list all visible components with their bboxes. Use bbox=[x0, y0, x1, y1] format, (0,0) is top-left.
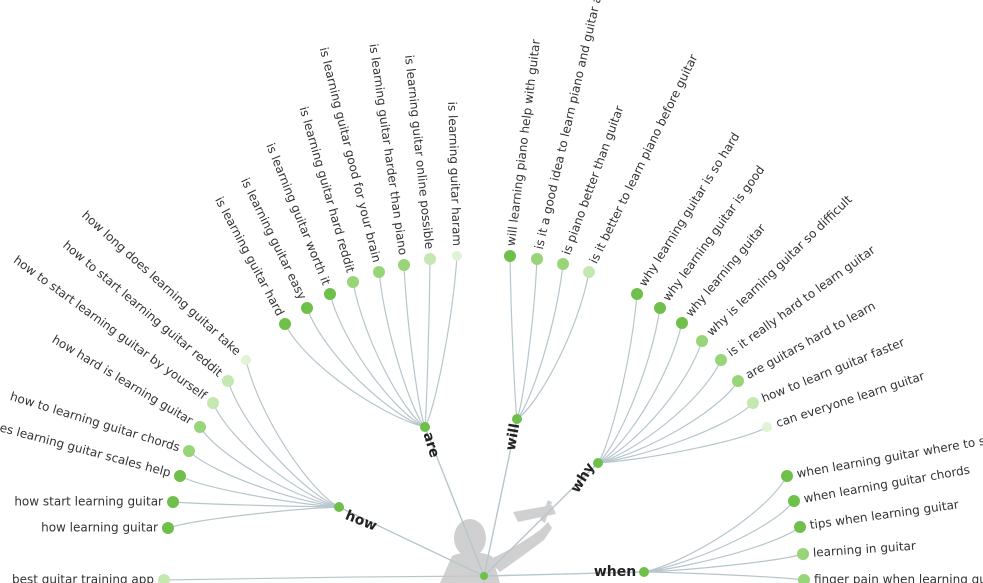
leaf-node[interactable] bbox=[241, 355, 251, 365]
trunk-link-are bbox=[424, 426, 485, 577]
leaf-node[interactable] bbox=[222, 375, 234, 387]
leaf-label[interactable]: how learning guitar bbox=[41, 521, 158, 535]
leaf-label[interactable]: why learning guitar bbox=[683, 221, 769, 319]
trunk-link-when bbox=[483, 571, 645, 577]
hub-label-how[interactable]: how bbox=[343, 507, 379, 534]
branch-link bbox=[516, 271, 590, 420]
leaf-node[interactable] bbox=[347, 276, 359, 288]
branch-link bbox=[352, 281, 426, 428]
leaf-label[interactable]: how start learning guitar bbox=[14, 495, 163, 509]
leaf-node[interactable] bbox=[194, 421, 206, 433]
leaf-node[interactable] bbox=[398, 259, 410, 271]
leaf-node[interactable] bbox=[715, 354, 727, 366]
leaf-node[interactable] bbox=[424, 253, 436, 265]
leaf-node[interactable] bbox=[557, 258, 569, 270]
hub-label-will[interactable]: will bbox=[503, 422, 524, 452]
leaf-label[interactable]: learning in guitar bbox=[812, 539, 916, 560]
leaf-label[interactable]: are guitars hard to learn bbox=[743, 299, 878, 382]
root-node bbox=[480, 572, 488, 580]
branch-link bbox=[643, 571, 805, 581]
links-layer bbox=[163, 255, 805, 581]
trunk-link-will bbox=[483, 418, 518, 577]
leaf-label[interactable]: will learning piano help with guitar bbox=[504, 39, 543, 247]
branch-link bbox=[597, 322, 683, 464]
branch-link bbox=[597, 426, 768, 464]
hub-node-will[interactable] bbox=[512, 414, 522, 424]
leaf-node[interactable] bbox=[207, 397, 219, 409]
branch-link bbox=[163, 575, 485, 581]
hub-label-when[interactable]: when bbox=[594, 564, 636, 580]
leaf-node[interactable] bbox=[531, 253, 543, 265]
leaf-node[interactable] bbox=[324, 288, 336, 300]
branch-link bbox=[306, 307, 426, 428]
leaf-node[interactable] bbox=[174, 470, 186, 482]
leaf-label[interactable]: is learning guitar online possible bbox=[402, 54, 436, 249]
nodes-layer bbox=[158, 250, 810, 583]
leaf-node[interactable] bbox=[504, 250, 516, 262]
leaf-node[interactable] bbox=[732, 375, 744, 387]
hub-node-when[interactable] bbox=[639, 567, 649, 577]
leaf-node[interactable] bbox=[781, 470, 793, 482]
branch-link bbox=[516, 258, 538, 420]
branch-link bbox=[424, 258, 431, 428]
leaf-node[interactable] bbox=[798, 574, 810, 583]
branch-link bbox=[597, 340, 703, 464]
leaf-node[interactable] bbox=[654, 302, 666, 314]
leaf-node[interactable] bbox=[158, 574, 170, 583]
trunk-link-why bbox=[483, 462, 599, 577]
branch-link bbox=[329, 293, 426, 428]
branch-link bbox=[597, 402, 754, 464]
branch-link bbox=[424, 255, 458, 428]
leaf-node[interactable] bbox=[762, 422, 772, 432]
leaf-label[interactable]: tips when learning guitar bbox=[809, 497, 960, 532]
leaf-node[interactable] bbox=[794, 521, 806, 533]
branch-link bbox=[167, 506, 340, 529]
leaf-node[interactable] bbox=[167, 496, 179, 508]
leaf-node[interactable] bbox=[373, 266, 385, 278]
branch-link bbox=[179, 475, 340, 508]
hub-label-are[interactable]: are bbox=[420, 430, 443, 459]
branch-link bbox=[597, 380, 739, 464]
branch-link bbox=[597, 359, 722, 464]
leaf-node[interactable] bbox=[747, 397, 759, 409]
branch-link bbox=[509, 255, 518, 420]
leaf-node[interactable] bbox=[162, 522, 174, 534]
branch-link bbox=[284, 323, 426, 428]
leaf-label[interactable]: is learning guitar haram bbox=[445, 101, 464, 246]
branch-link bbox=[597, 307, 661, 464]
branch-link bbox=[227, 380, 340, 508]
leaf-node[interactable] bbox=[183, 445, 195, 457]
trunk-layer bbox=[338, 418, 645, 577]
hub-node-why[interactable] bbox=[593, 458, 603, 468]
leaf-node[interactable] bbox=[301, 302, 313, 314]
branch-link bbox=[597, 293, 638, 464]
branch-link bbox=[378, 271, 426, 428]
leaf-label[interactable]: finger pain when learning guitar bbox=[814, 573, 983, 583]
hub-node-how[interactable] bbox=[334, 502, 344, 512]
branch-link bbox=[245, 359, 340, 508]
branch-link bbox=[643, 475, 788, 573]
branch-link bbox=[643, 553, 804, 573]
branch-link bbox=[516, 263, 564, 420]
branch-link bbox=[199, 426, 340, 508]
branch-link bbox=[643, 526, 801, 573]
branch-link bbox=[212, 402, 340, 508]
branch-link bbox=[172, 501, 340, 508]
hub-node-are[interactable] bbox=[420, 422, 430, 432]
leaf-node[interactable] bbox=[631, 288, 643, 300]
leaf-node[interactable] bbox=[452, 251, 462, 261]
leaf-label[interactable]: best guitar training app bbox=[12, 573, 154, 583]
branch-link bbox=[643, 500, 795, 573]
trunk-link-how bbox=[338, 506, 485, 577]
branch-link bbox=[403, 264, 426, 428]
leaf-node[interactable] bbox=[797, 548, 809, 560]
branch-link bbox=[188, 450, 340, 508]
leaf-node[interactable] bbox=[676, 317, 688, 329]
leaf-node[interactable] bbox=[583, 266, 595, 278]
leaf-node[interactable] bbox=[279, 318, 291, 330]
leaf-node[interactable] bbox=[788, 495, 800, 507]
leaf-node[interactable] bbox=[696, 335, 708, 347]
